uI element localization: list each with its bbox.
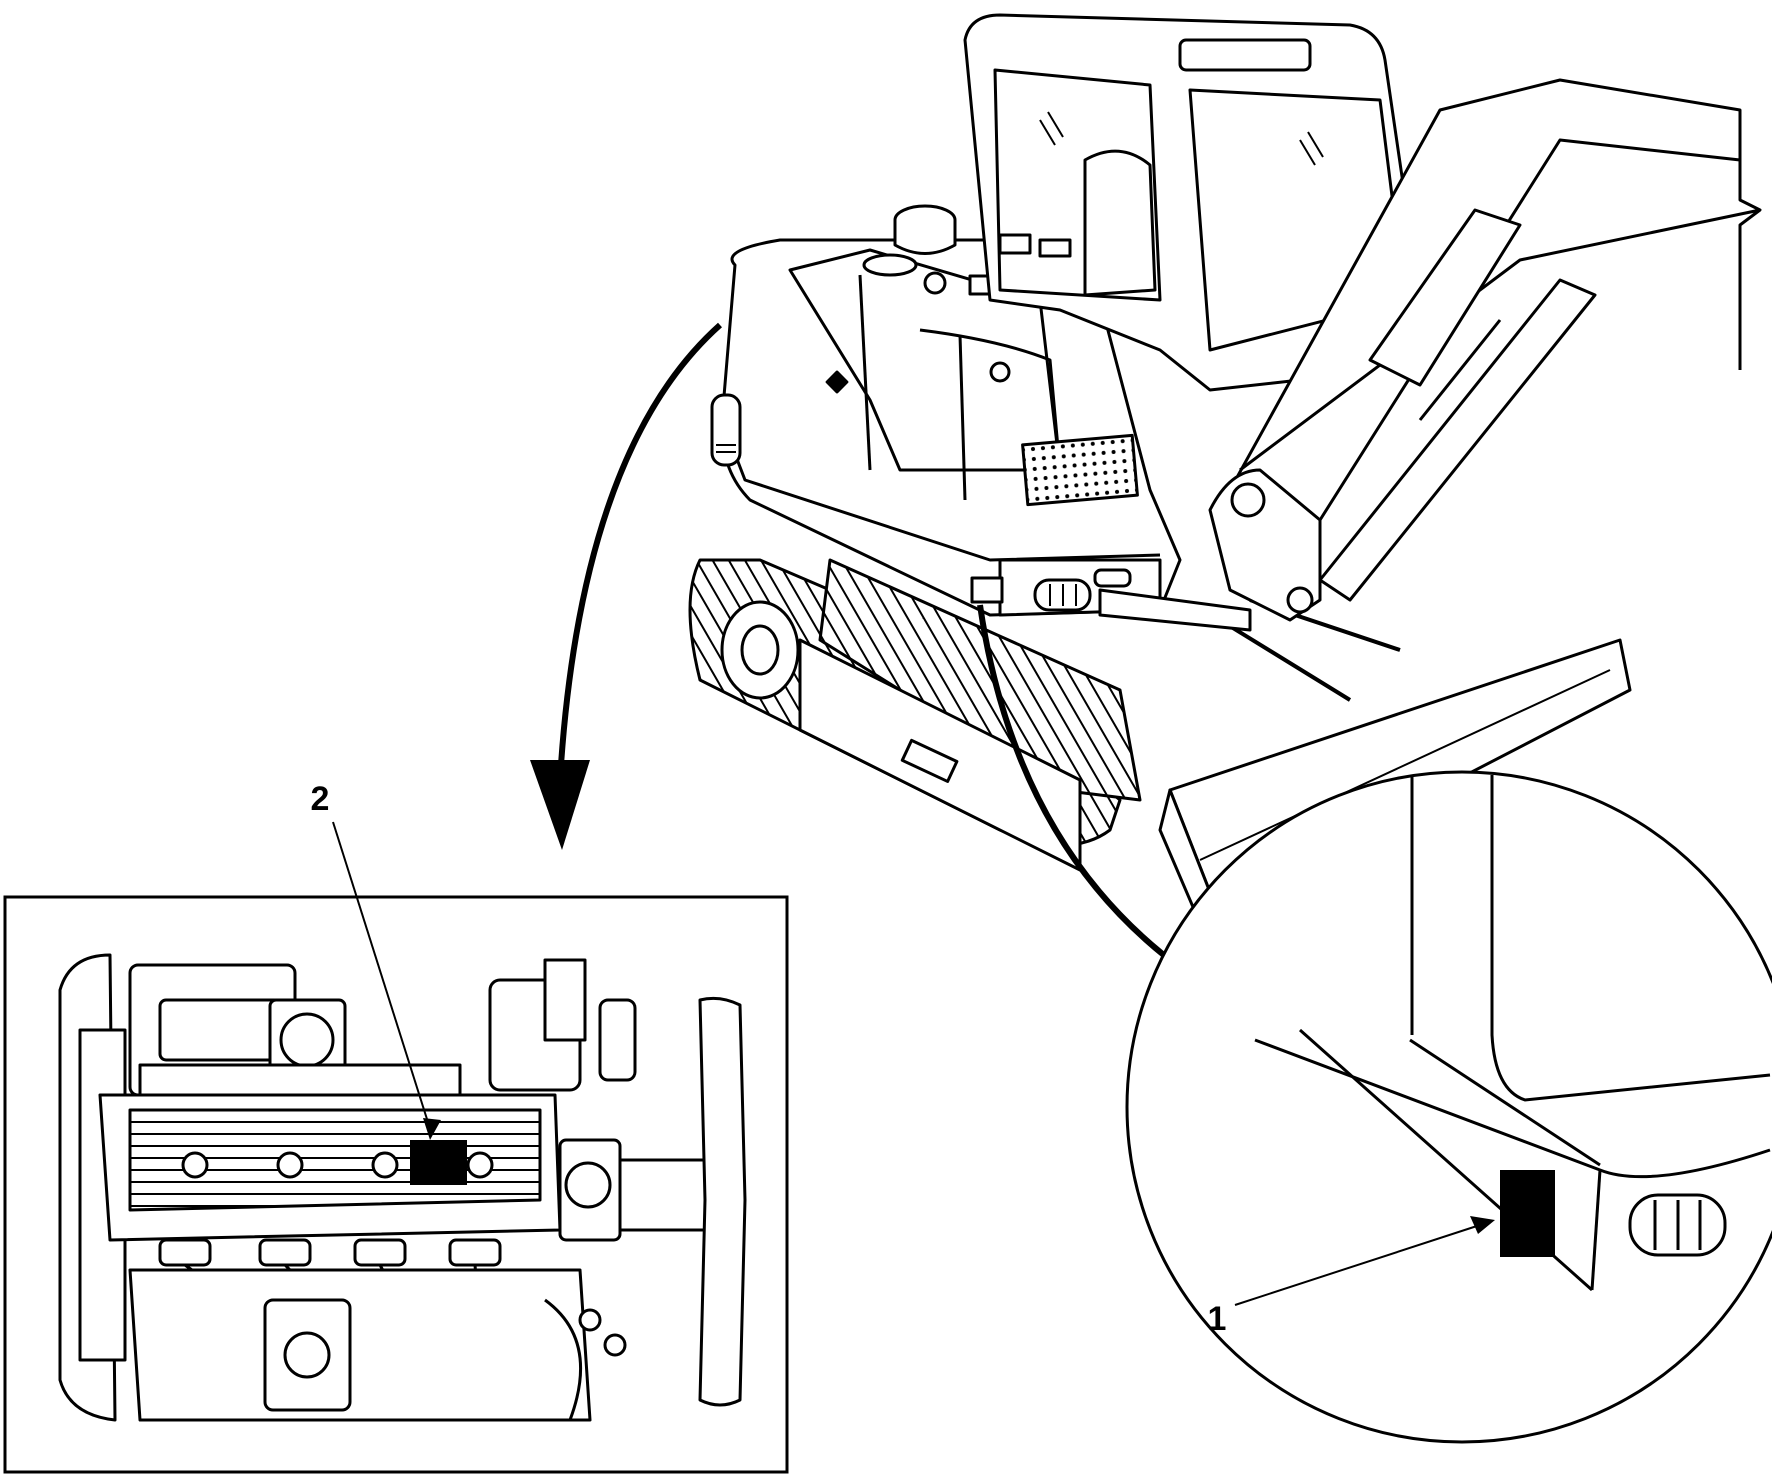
callout-1-leader [1234, 1224, 1481, 1306]
callout-2-arrowhead [423, 1118, 441, 1140]
callout-2-label: 2 [311, 780, 330, 818]
engine-plate [410, 1140, 467, 1185]
magnifier-circle [1125, 770, 1772, 1444]
engine-drawing [58, 953, 747, 1422]
excavator-drawing [688, 13, 1762, 937]
serial-plate [1500, 1170, 1555, 1257]
arrow-head-engine [530, 760, 590, 850]
callout-2-leader [332, 821, 433, 1136]
callout-1-arrowhead [1470, 1216, 1495, 1234]
engine-inset [3, 895, 789, 1474]
callout-1-label: 1 [1208, 1300, 1227, 1338]
